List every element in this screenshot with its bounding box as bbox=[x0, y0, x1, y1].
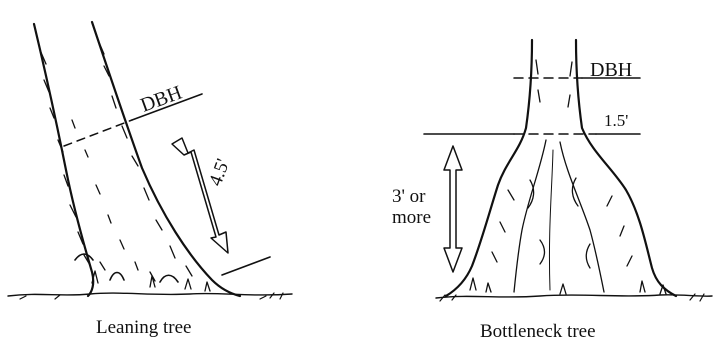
leaning-height-arrow bbox=[171, 137, 229, 254]
leaning-ground-line bbox=[7, 292, 293, 297]
bottleneck-tree-figure bbox=[423, 38, 713, 302]
bottleneck-ground-line bbox=[435, 294, 713, 299]
bottleneck-swell-label: 3' or more bbox=[392, 186, 431, 228]
leaning-tree-caption: Leaning tree bbox=[96, 317, 192, 338]
bottleneck-trunk-right-edge bbox=[574, 38, 678, 298]
bottleneck-dbh-label: DBH bbox=[590, 59, 633, 81]
bottleneck-swell-label-line1: 3' or bbox=[392, 186, 426, 207]
bottleneck-swell-label-line2: more bbox=[392, 207, 432, 228]
leaning-trunk-right-edge bbox=[90, 20, 242, 298]
leaning-tree-figure bbox=[7, 20, 293, 300]
leaning-dbh-leader-line bbox=[131, 93, 203, 121]
leaning-trunk-left-edge bbox=[32, 22, 95, 298]
bottleneck-bark-texture bbox=[469, 59, 667, 295]
leaning-bark-texture bbox=[39, 39, 211, 292]
leaning-base-line bbox=[221, 256, 271, 276]
leaning-dbh-reference-line bbox=[63, 119, 133, 147]
bottleneck-offset-label: 1.5' bbox=[604, 111, 629, 130]
bottleneck-swell-arrow bbox=[443, 145, 463, 273]
bottleneck-tree-caption: Bottleneck tree bbox=[480, 321, 596, 342]
bottleneck-trunk-left-edge bbox=[444, 38, 534, 298]
